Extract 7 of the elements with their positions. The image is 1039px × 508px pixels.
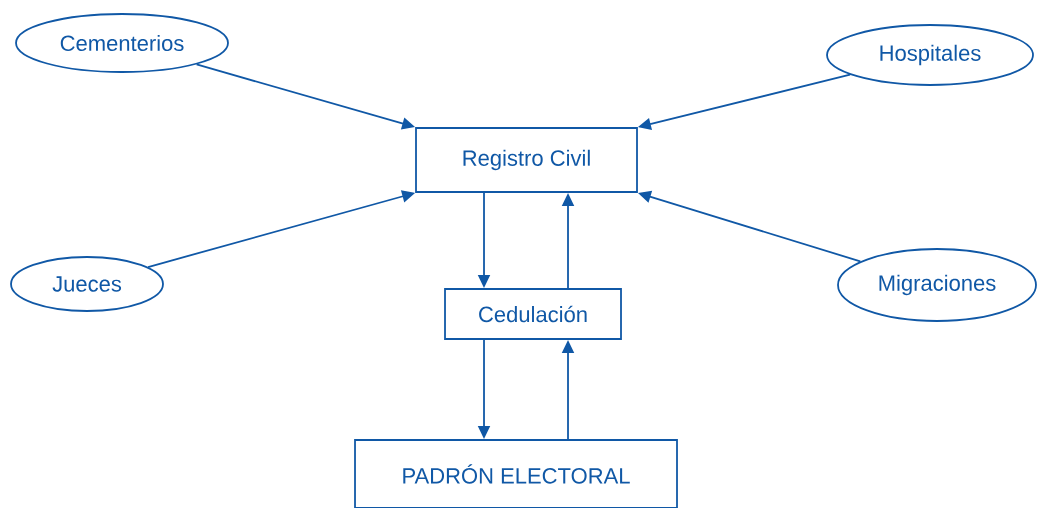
ellipse-node: Jueces bbox=[10, 256, 164, 312]
process-box: PADRÓN ELECTORAL bbox=[354, 439, 678, 508]
ellipse-node: Cementerios bbox=[15, 13, 229, 73]
ellipse-node: Hospitales bbox=[826, 24, 1034, 86]
process-box: Cedulación bbox=[444, 288, 622, 340]
process-box: Registro Civil bbox=[415, 127, 638, 193]
ellipse-node: Migraciones bbox=[837, 248, 1037, 322]
